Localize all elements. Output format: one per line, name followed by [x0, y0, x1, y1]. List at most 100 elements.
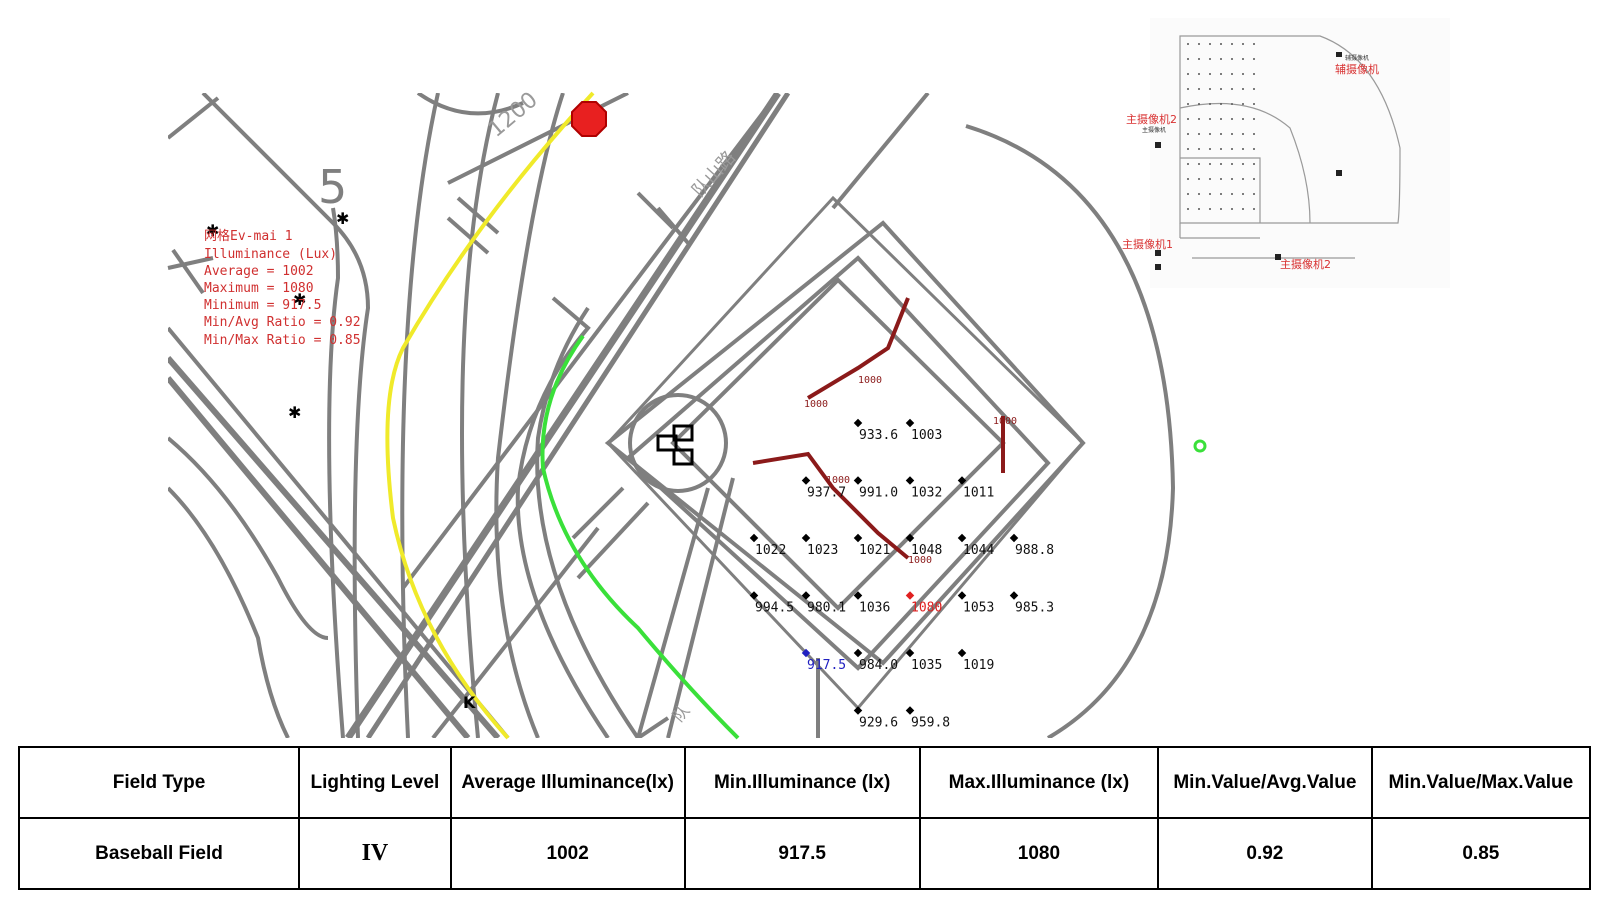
inset-grid-dot [1231, 178, 1233, 180]
results-table: Field Type Lighting Level Average Illumi… [18, 746, 1592, 890]
cross-marker [167, 248, 214, 295]
grid-point-marker [1009, 591, 1019, 600]
inset-grid-dot [1253, 73, 1255, 75]
camera-icon [1155, 264, 1161, 270]
cell-min-max: 0.85 [1370, 817, 1592, 890]
inset-grid-dot [1209, 103, 1211, 105]
header-max-illuminance: Max.Illuminance (lx) [918, 746, 1160, 819]
inset-grid-dot [1231, 208, 1233, 210]
grid-point-marker [801, 476, 811, 485]
inset-main-small: 主摄像机 [1142, 126, 1166, 134]
fixture-icon: ✱ [206, 221, 219, 240]
marker-k: K [463, 693, 476, 712]
grid-point-marker [905, 533, 915, 543]
inset-grid-dot [1231, 103, 1233, 105]
camera-layout-inset: 辅摄像机 主摄像机2 主摄像机1 主摄像机2 辅摄像机 主摄像机 [1122, 18, 1450, 288]
inset-grid-dot [1231, 73, 1233, 75]
grid-point-marker [905, 648, 915, 658]
stats-name: Ev-mai 1 [230, 229, 293, 244]
inset-grid-dot [1187, 208, 1189, 210]
inset-grid-dot [1198, 208, 1200, 210]
grid-point-value: 1044 [963, 543, 994, 558]
cell-average: 1002 [449, 817, 686, 890]
inset-grid-dot [1242, 133, 1244, 135]
grid-point-marker [853, 648, 863, 658]
grid-point-value: 1032 [911, 486, 942, 501]
inset-grid-dot [1242, 118, 1244, 120]
grid-point-marker [957, 591, 967, 600]
stats-min-avg: Min/Avg Ratio = 0.92 [204, 315, 361, 330]
grid-point-value: 994.5 [755, 601, 794, 616]
inset-main-camera-2b: 主摄像机2 [1280, 257, 1331, 271]
inset-grid-dot [1231, 163, 1233, 165]
inset-grid-dot [1209, 163, 1211, 165]
grid-point-marker [957, 476, 967, 485]
inset-grid-dots [1187, 43, 1255, 210]
grid-point-value: 1080 [911, 601, 942, 616]
inset-grid-dot [1253, 163, 1255, 165]
inset-grid-dot [1231, 118, 1233, 120]
inset-grid-dot [1209, 133, 1211, 135]
inset-grid-dot [1209, 43, 1211, 45]
stats-maximum: Maximum = 1080 [204, 281, 314, 296]
header-field-type: Field Type [18, 746, 300, 819]
inset-grid-dot [1220, 118, 1222, 120]
contour-label: 1000 [804, 399, 828, 410]
header-min-avg: Min.Value/Avg.Value [1157, 746, 1373, 819]
inset-grid-dot [1242, 73, 1244, 75]
inset-grid-dot [1253, 148, 1255, 150]
grid-point-value: 988.8 [1015, 543, 1054, 558]
inset-grid-dot [1187, 193, 1189, 195]
inset-grid-dot [1198, 163, 1200, 165]
inset-labels: 辅摄像机 主摄像机2 主摄像机1 主摄像机2 [1122, 62, 1379, 271]
grid-point-marker [905, 418, 915, 428]
inset-grid-dot [1187, 133, 1189, 135]
inset-grid-dot [1209, 208, 1211, 210]
cell-field-type: Baseball Field [18, 817, 300, 890]
fixture-markers: ✱ ✱ ✱ ✱ [206, 209, 349, 422]
inset-grid-dot [1209, 118, 1211, 120]
grid-point-value: 984.0 [859, 658, 898, 673]
header-min-max: Min.Value/Max.Value [1370, 746, 1592, 819]
cell-min: 917.5 [683, 817, 921, 890]
camera-icon [1155, 250, 1161, 256]
contour-label: 1000 [993, 416, 1017, 427]
grid-point-value: 959.8 [911, 716, 950, 731]
grid-point-marker [853, 591, 863, 600]
inset-grid-dot [1187, 103, 1189, 105]
inset-aux-camera: 辅摄像机 [1335, 62, 1379, 76]
inset-grid-dot [1253, 178, 1255, 180]
inset-grid-dot [1220, 88, 1222, 90]
fixture-icon: ✱ [293, 290, 306, 309]
inset-grid-dot [1253, 118, 1255, 120]
inset-aux-camera-small: 辅摄像机 [1345, 54, 1369, 62]
grid-point-value: 1003 [911, 428, 942, 443]
inset-grid-dot [1231, 88, 1233, 90]
inset-grid-dot [1187, 73, 1189, 75]
inset-grid-dot [1209, 73, 1211, 75]
inset-grid-dot [1198, 133, 1200, 135]
inset-grid-dot [1242, 43, 1244, 45]
inset-grid-dot [1220, 178, 1222, 180]
inset-grid-dot [1253, 193, 1255, 195]
inset-grid-dot [1209, 88, 1211, 90]
grid-point-marker [853, 706, 863, 715]
inset-grid-dot [1220, 103, 1222, 105]
site-plan-lines [168, 93, 1176, 738]
inset-grid-dot [1242, 58, 1244, 60]
grid-point-value: 937.7 [807, 486, 846, 501]
inset-small-labels: 辅摄像机 主摄像机 [1142, 54, 1369, 134]
inset-grid-dot [1198, 118, 1200, 120]
inset-grid-dot [1253, 58, 1255, 60]
contour-label: 1000 [826, 475, 850, 486]
inset-grid-dot [1220, 193, 1222, 195]
stats-min-max: Min/Max Ratio = 0.85 [204, 333, 361, 348]
header-lighting-level: Lighting Level [298, 746, 452, 819]
grid-point-marker [957, 648, 967, 658]
inset-grid-dot [1220, 148, 1222, 150]
table-row: Baseball Field IV 1002 917.5 1080 0.92 0… [18, 817, 1592, 890]
inset-grid-dot [1187, 88, 1189, 90]
inset-grid-dot [1198, 73, 1200, 75]
contour-label: 1000 [858, 375, 882, 386]
